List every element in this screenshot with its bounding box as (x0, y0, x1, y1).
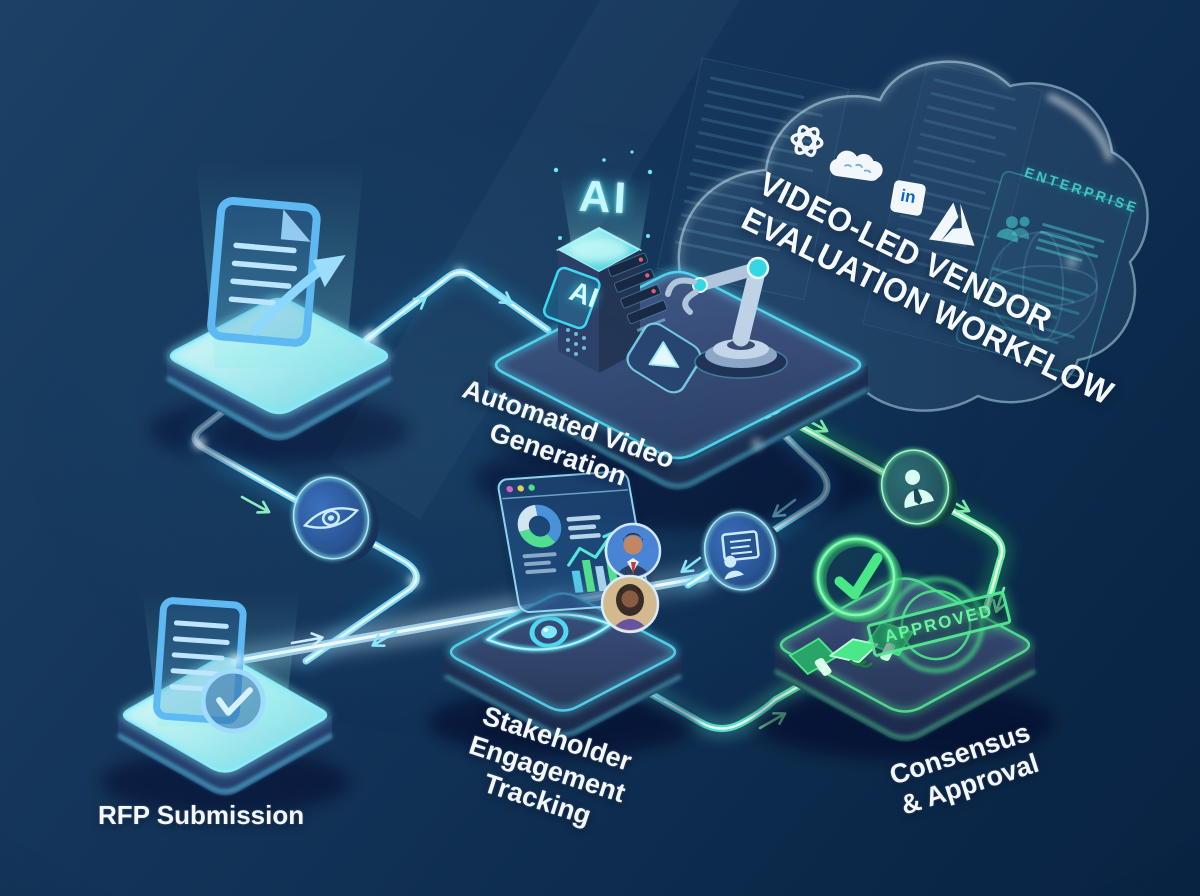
background-data-panel-mid (862, 61, 1044, 354)
openai-logo (790, 125, 824, 157)
platform-intake (149, 160, 409, 464)
dashboard-icon (494, 467, 653, 617)
vendor-profile-badge (703, 510, 785, 594)
platform-rfp-submission (100, 588, 350, 814)
connector-ai-to-consensus (734, 386, 1011, 618)
ai-hologram-text: AI (577, 171, 631, 224)
robot-arm-icon (665, 256, 788, 379)
approved-stamp-icon (888, 577, 984, 673)
ai-server-icon (542, 150, 668, 373)
id-card-icon (721, 530, 760, 580)
tower-dot-grid (566, 328, 586, 356)
label-rfp-submission: RFP Submission (98, 800, 305, 830)
check-circle-icon (814, 535, 903, 623)
linkedin-logo (890, 180, 926, 216)
platform-consensus (755, 535, 1055, 760)
video-play-icon (626, 322, 702, 394)
document-send-icon (207, 197, 346, 347)
hologram-beam (196, 160, 364, 368)
enterprise-people-icon (996, 216, 1030, 243)
light-flares (193, 256, 1078, 666)
dashboard-text-lines (522, 515, 601, 575)
connector-stakeholder-consensus (612, 645, 865, 737)
hologram-sparkles (553, 150, 653, 240)
avatar-woman-icon (600, 574, 660, 634)
background-data-panel-left (656, 57, 850, 301)
salesforce-logo (829, 150, 883, 181)
handshake-icon (788, 621, 914, 676)
azure-logo (929, 202, 975, 246)
linkedin-in-text: in (898, 185, 918, 208)
enterprise-panel (955, 170, 1132, 378)
donut-chart (517, 504, 562, 548)
person-badge (880, 448, 958, 528)
platform-video-generation (473, 150, 883, 530)
eye-badge (292, 476, 379, 563)
document-check-icon (153, 597, 266, 734)
